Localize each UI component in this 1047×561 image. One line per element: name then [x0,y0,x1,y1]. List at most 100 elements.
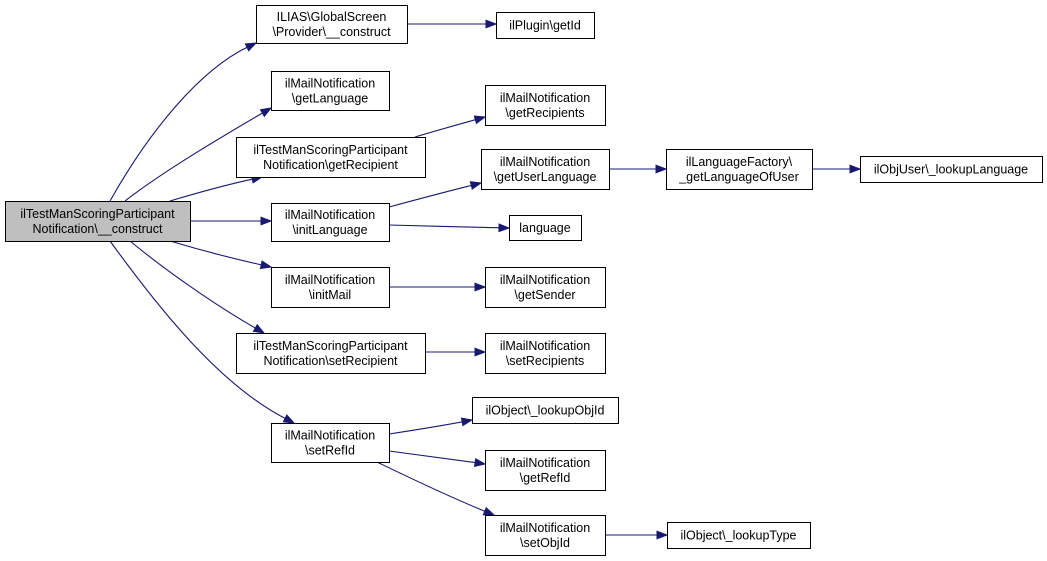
arrowhead-icon [656,530,669,540]
arrowhead-icon [469,181,483,190]
node-box [485,450,606,491]
node-lookupobjid[interactable]: ilObject\_lookupObjId [472,397,619,424]
node-setrefid[interactable]: ilMailNotification\setRefId [271,423,390,463]
node-setrecips[interactable]: ilMailNotification\setRecipients [485,333,606,374]
node-label-line: ilMailNotification [285,273,375,287]
node-label-line: ilLanguageFactory\ [686,155,793,169]
node-setobjid[interactable]: ilMailNotification\setObjId [485,515,606,556]
node-box [509,215,582,241]
node-initmail[interactable]: ilMailNotification\initMail [271,267,390,308]
arrowhead-icon [482,506,496,516]
edge-line [169,240,263,266]
arrowhead-icon [655,164,668,174]
edge-setrefid-to-getrefid [388,450,487,467]
edge-line [109,46,249,202]
node-label-line: \getRecipients [505,106,584,120]
node-box [485,333,606,374]
node-box [5,201,191,242]
node-language[interactable]: language [509,215,582,241]
arrowhead-icon [260,216,273,226]
arrowhead-icon [473,115,487,125]
node-getrecips[interactable]: ilMailNotification\getRecipients [485,85,606,126]
node-box [236,137,426,178]
arrowhead-icon [282,414,296,424]
node-label-line: \initMail [309,288,351,302]
node-label-line: \getUserLanguage [494,170,597,184]
node-root[interactable]: ilTestManScoringParticipantNotification\… [5,201,191,242]
node-label-line: ilMailNotification [500,339,590,353]
edge-setrefid-to-lookupobjid [388,417,474,435]
node-label-line: \getLanguage [292,92,369,106]
node-label-line: ilMailNotification [500,91,590,105]
node-box [236,333,426,374]
nodes-layer: ilTestManScoringParticipantNotification\… [5,5,1043,556]
arrowhead-icon [485,19,498,29]
arrowhead-icon [259,260,273,270]
edge-line [124,112,264,202]
node-label-line: _getLanguageOfUser [678,170,799,184]
node-label-line: ilObject\_lookupType [680,529,796,543]
node-label-line: ilMailNotification [500,521,590,535]
node-initlang[interactable]: ilMailNotification\initLanguage [271,203,390,242]
arrowhead-icon [244,42,258,52]
node-label-line: ilMailNotification [285,429,375,443]
edge-line [129,240,257,330]
edge-langfactory-to-objuserlang [811,164,862,174]
node-box [472,397,619,424]
edge-getuserlang-to-langfactory [608,164,668,174]
node-label-line: ilMailNotification [500,273,590,287]
node-box [271,71,390,111]
node-label-line: ilObject\_lookupObjId [486,404,605,418]
node-label-line: ILIAS\GlobalScreen [277,10,387,24]
node-box [481,149,610,190]
node-box [271,203,390,242]
node-label-line: ilTestManScoringParticipant [253,339,408,353]
node-label-line: ilTestManScoringParticipant [20,207,175,221]
node-box [271,423,390,463]
node-label-line: ilMailNotification [285,77,375,91]
edge-root-to-getrecip [169,174,264,202]
edge-line [388,224,501,229]
arrowhead-icon [473,458,487,467]
edge-root-to-provider [109,42,258,202]
node-objuserlang[interactable]: ilObjUser\_lookupLanguage [860,156,1043,183]
node-label-line: \Provider\__construct [272,25,391,39]
arrowhead-icon [460,417,474,427]
node-plugin[interactable]: ilPlugin\getId [496,12,595,39]
edge-root-to-setrefid [109,240,296,424]
edge-root-to-initmail [169,240,273,270]
edge-initlang-to-language [388,223,511,233]
node-getuserlang[interactable]: ilMailNotification\getUserLanguage [481,149,610,190]
node-label-line: \initLanguage [292,223,367,237]
node-box [667,522,811,549]
node-getsender[interactable]: ilMailNotification\getSender [485,267,606,308]
node-box [485,267,606,308]
node-label-line: ilMailNotification [500,155,590,169]
edge-line [388,450,477,464]
edge-line [414,118,477,138]
arrowhead-icon [474,282,487,292]
node-getrecip[interactable]: ilTestManScoringParticipantNotification\… [236,137,426,178]
edge-setobjid-to-lookuptype [605,530,669,540]
node-getrefid[interactable]: ilMailNotification\getRefId [485,450,606,491]
edges-layer [109,19,862,540]
edge-provider-to-plugin [407,19,498,29]
edge-line [169,178,254,202]
node-label-line: ilMailNotification [285,208,375,222]
node-label-line: ilObjUser\_lookupLanguage [874,163,1028,177]
node-label-line: \setRecipients [506,354,585,368]
node-provider[interactable]: ILIAS\GlobalScreen\Provider\__construct [256,5,408,44]
node-box [256,5,408,44]
arrowhead-icon [849,164,862,174]
node-setrecip[interactable]: ilTestManScoringParticipantNotification\… [236,333,426,374]
edge-line [388,184,473,208]
edge-line [388,421,464,435]
node-getlang[interactable]: ilMailNotification\getLanguage [271,71,390,111]
node-label-line: Notification\setRecipient [263,354,398,368]
node-langfactory[interactable]: ilLanguageFactory\_getLanguageOfUser [666,149,813,190]
node-label-line: \setObjId [520,536,570,550]
edge-setrecip-to-setrecips [424,347,487,357]
node-lookuptype[interactable]: ilObject\_lookupType [667,522,811,549]
edge-setrefid-to-setobjid [376,461,496,516]
